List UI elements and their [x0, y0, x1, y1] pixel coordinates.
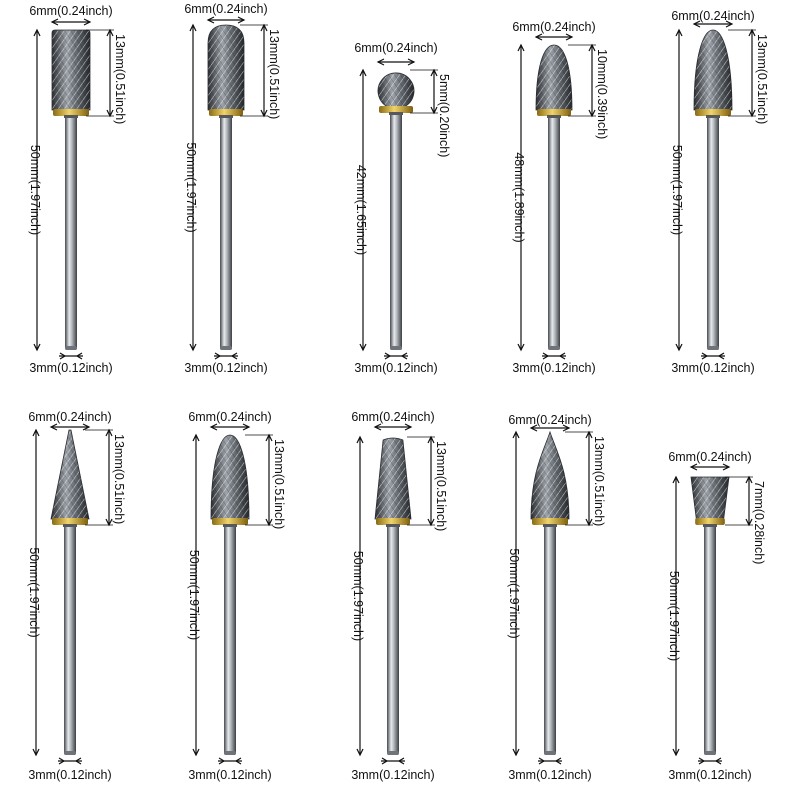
shank-diameter-label: 3mm(0.12inch): [508, 768, 591, 782]
shank: [64, 525, 76, 755]
head-diameter-label: 6mm(0.24inch): [29, 4, 112, 18]
shank-diameter-label: 3mm(0.12inch): [354, 361, 437, 375]
total-length-label: 50mm(1.97inch): [351, 551, 365, 641]
shank: [704, 525, 716, 755]
head-diameter-label: 6mm(0.24inch): [351, 410, 434, 424]
brass-collar: [212, 518, 248, 525]
burr-bit-8: 6mm(0.24inch) 13mm(0.51inch) 50mm(1.97inch…: [351, 410, 448, 782]
shank: [544, 525, 556, 755]
head-length-label: 13mm(0.51inch): [755, 34, 769, 124]
brass-collar: [695, 109, 731, 116]
head-length-label: 13mm(0.51inch): [112, 434, 126, 524]
head-length-label: 13mm(0.51inch): [434, 441, 448, 531]
brass-collar: [209, 109, 243, 116]
shank-diameter-label: 3mm(0.12inch): [512, 361, 595, 375]
shank-diameter-label: 3mm(0.12inch): [184, 361, 267, 375]
burr-bit-7: 6mm(0.24inch) 13mm(0.51inch) 50mm(1.97inch…: [187, 410, 286, 782]
head-diameter-label: 6mm(0.24inch): [512, 20, 595, 34]
shank: [224, 525, 236, 755]
brass-collar: [53, 109, 89, 116]
shank: [387, 525, 399, 755]
shank-diameter-label: 3mm(0.12inch): [28, 768, 111, 782]
burr-bit-4: 6mm(0.24inch) 10mm(0.39inch) 48mm(1.89inch…: [512, 20, 609, 375]
shank-diameter-label: 3mm(0.12inch): [188, 768, 271, 782]
total-length-label: 50mm(1.97inch): [187, 550, 201, 640]
total-length-label: 50mm(1.97inch): [507, 548, 521, 638]
head-diameter-label: 6mm(0.24inch): [671, 9, 754, 23]
head-length-label: 7mm(0.28inch): [752, 481, 766, 564]
shank: [220, 116, 232, 350]
burr-bit-6: 6mm(0.24inch)13mm(0.51inch) 50mm(1.97inch…: [27, 410, 126, 782]
head-length-label: 13mm(0.51inch): [592, 436, 606, 526]
brass-collar: [52, 518, 88, 525]
brass-collar: [532, 518, 568, 525]
shank: [65, 116, 77, 350]
burr-bit-3: 6mm(0.24inch) 5mm(0.20inch) 42mm(1.65inch)…: [354, 41, 451, 375]
total-length-label: 48mm(1.89inch): [512, 152, 526, 242]
head-diameter-label: 6mm(0.24inch): [28, 410, 111, 424]
head-diameter-label: 6mm(0.24inch): [668, 450, 751, 464]
shank-diameter-label: 3mm(0.12inch): [671, 361, 754, 375]
brass-collar: [379, 106, 413, 113]
total-length-label: 42mm(1.65inch): [354, 165, 368, 255]
burr-bit-9: 6mm(0.24inch)13mm(0.51inch) 50mm(1.97inch…: [507, 413, 606, 782]
shank-diameter-label: 3mm(0.12inch): [29, 361, 112, 375]
head-length-label: 13mm(0.51inch): [267, 29, 281, 119]
shank-diameter-label: 3mm(0.12inch): [351, 768, 434, 782]
total-length-label: 50mm(1.97inch): [28, 145, 42, 235]
total-length-label: 50mm(1.97inch): [667, 571, 681, 661]
total-length-label: 50mm(1.97inch): [670, 145, 684, 235]
total-length-label: 50mm(1.97inch): [184, 142, 198, 232]
burr-bit-2: 6mm(0.24inch)13mm(0.51inch) 50mm(1.97inch…: [184, 2, 281, 375]
head-length-label: 10mm(0.39inch): [595, 49, 609, 139]
shank-diameter-label: 3mm(0.12inch): [668, 768, 751, 782]
burr-bit-5: 6mm(0.24inch)13mm(0.51inch) 50mm(1.97inch…: [670, 9, 769, 375]
shank: [548, 116, 560, 350]
head-length-label: 13mm(0.51inch): [272, 439, 286, 529]
burr-bit-10: 6mm(0.24inch) 7mm(0.28inch) 50mm(1.97inch)…: [667, 450, 766, 782]
head-diameter-label: 6mm(0.24inch): [188, 410, 271, 424]
shank: [707, 116, 719, 350]
head-diameter-label: 6mm(0.24inch): [354, 41, 437, 55]
head-length-label: 5mm(0.20inch): [437, 74, 451, 157]
total-length-label: 50mm(1.97inch): [27, 547, 41, 637]
head-diameter-label: 6mm(0.24inch): [184, 2, 267, 16]
shank: [390, 113, 402, 350]
brass-collar: [695, 518, 725, 525]
brass-collar: [376, 518, 410, 525]
head-diameter-label: 6mm(0.24inch): [508, 413, 591, 427]
head-length-label: 13mm(0.51inch): [113, 34, 127, 124]
burr-bit-1: 6mm(0.24inch) 13mm(0.51inch) 50mm(1.97inch…: [28, 4, 127, 375]
brass-collar: [537, 109, 571, 116]
